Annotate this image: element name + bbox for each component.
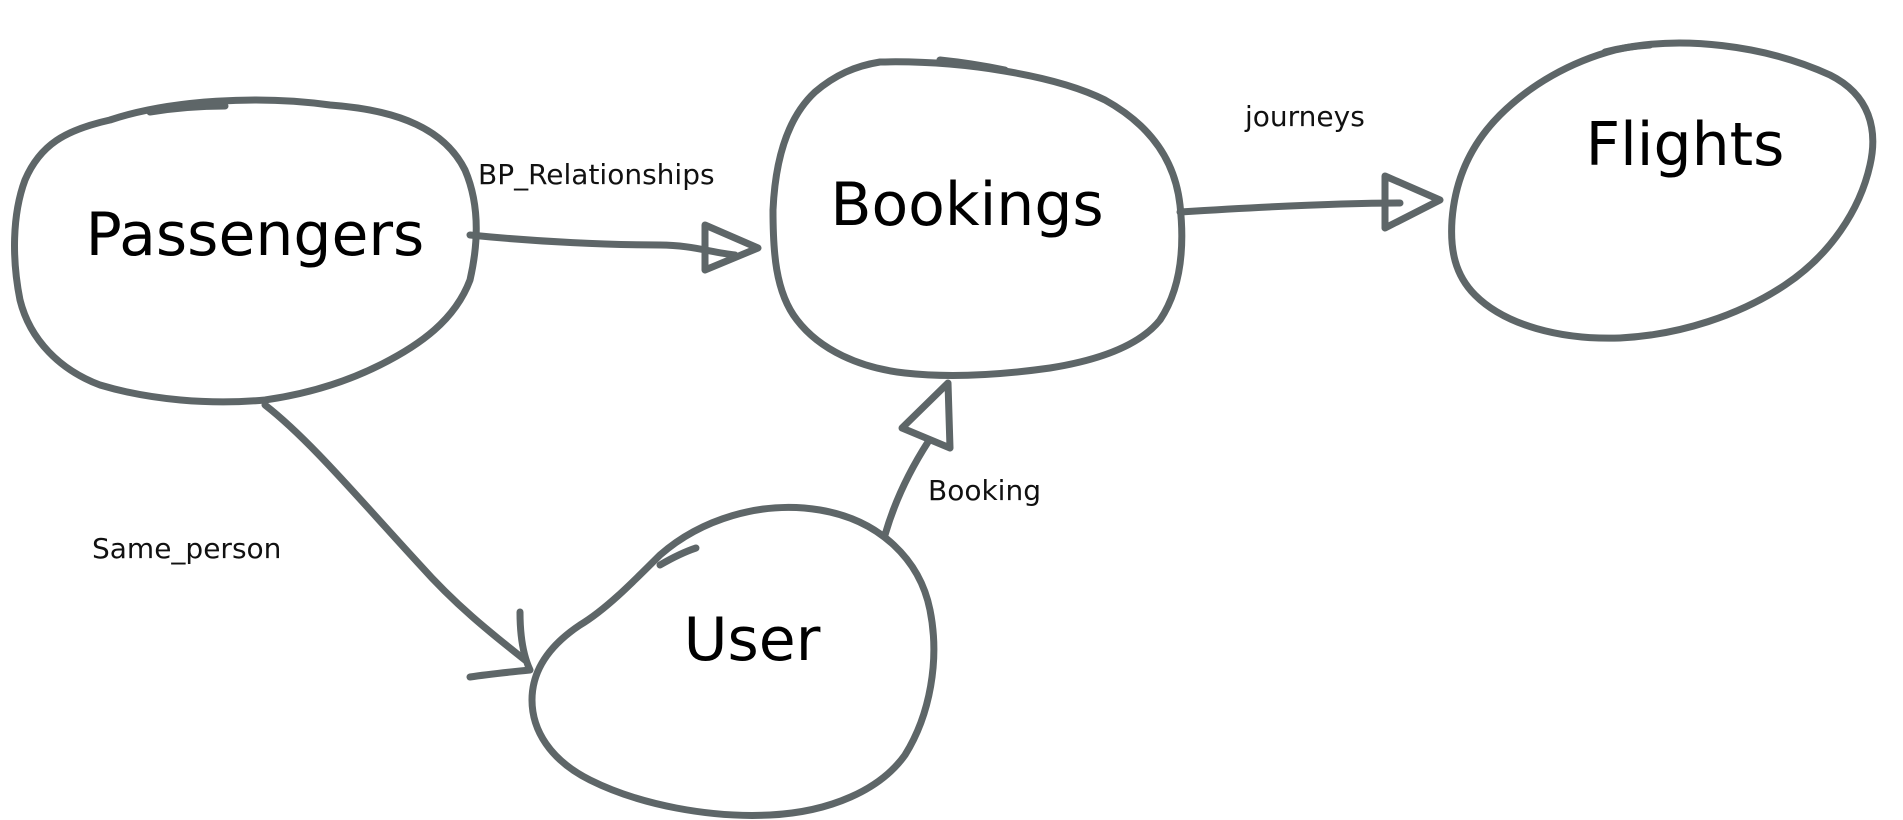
edge-journeys-line (1176, 199, 1404, 216)
flights-outline (1448, 39, 1877, 342)
edge-same-person-line (261, 401, 529, 664)
edge-bp-relationships-arrowhead (701, 221, 762, 274)
node-flights[interactable]: Flights (1448, 39, 1877, 342)
edge-same-person-label: Same_person (92, 532, 281, 565)
node-bookings[interactable]: Bookings (769, 56, 1186, 379)
edge-booking-line (881, 438, 932, 539)
bookings-outline-overlap (936, 56, 1009, 74)
edge-journeys-label: journeys (1244, 100, 1365, 133)
edge-journeys[interactable]: journeys (1176, 100, 1444, 232)
edge-same-person[interactable]: Same_person (92, 401, 534, 681)
flights-label: Flights (1586, 110, 1785, 180)
passengers-outline-overlap (146, 102, 229, 116)
edge-same-person-arrowhead (466, 608, 534, 681)
edge-bp-relationships-line (466, 231, 739, 259)
edge-booking[interactable]: Booking (881, 379, 1041, 539)
node-user[interactable]: User (528, 504, 938, 819)
user-outline-overlap (656, 544, 700, 569)
edge-journeys-arrowhead (1381, 172, 1444, 232)
user-outline (528, 504, 938, 819)
edge-booking-label: Booking (928, 474, 1041, 507)
user-label: User (684, 605, 821, 675)
edge-booking-arrowhead (898, 379, 954, 452)
bookings-outline (769, 58, 1186, 379)
node-passengers[interactable]: Passengers (11, 96, 480, 406)
flights-outline-overlap (1601, 41, 1654, 56)
passengers-outline (11, 96, 480, 406)
bookings-label: Bookings (830, 170, 1103, 240)
diagram-strokes: Passengers Bookings Flights User BP_Rela… (11, 39, 1877, 819)
edge-bp-relationships[interactable]: BP_Relationships (466, 158, 762, 274)
edge-bp-relationships-label: BP_Relationships (478, 158, 715, 191)
passengers-label: Passengers (86, 200, 425, 270)
